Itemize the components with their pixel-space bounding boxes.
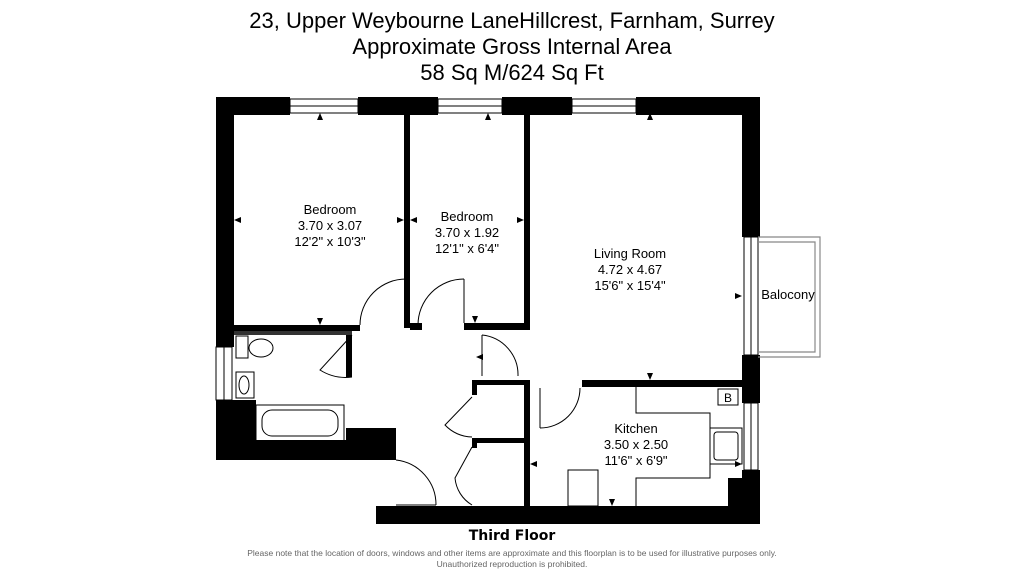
bedroom1-metric: 3.70 x 3.07	[298, 218, 362, 233]
walls	[216, 97, 760, 524]
kitchen-name: Kitchen	[614, 421, 657, 436]
dimension-arrows	[234, 113, 742, 506]
balcony-name: Balocony	[761, 287, 815, 302]
floor-label: Third Floor	[468, 528, 556, 544]
window-lines	[223, 105, 752, 470]
kitchen-imperial: 11'6" x 6'9"	[604, 453, 667, 468]
address-title: 23, Upper Weybourne LaneHillcrest, Farnh…	[249, 8, 775, 33]
windows	[215, 98, 759, 471]
area-value: 58 Sq M/624 Sq Ft	[420, 60, 604, 85]
living-imperial: 15'6" x 15'4"	[594, 278, 666, 293]
bedroom2-name: Bedroom	[441, 209, 494, 224]
bathroom-fixtures	[235, 335, 345, 442]
disclaimer: Please note that the location of doors, …	[247, 548, 777, 569]
living-name: Living Room	[594, 246, 666, 261]
kitchen-units	[567, 387, 743, 507]
bedroom1-imperial: 12'2" x 10'3"	[294, 234, 366, 249]
bedroom2-metric: 3.70 x 1.92	[435, 225, 499, 240]
door-swings	[319, 278, 581, 506]
boiler-label: B	[724, 391, 732, 405]
area-subtitle: Approximate Gross Internal Area	[352, 34, 672, 59]
balcony-outline	[758, 236, 821, 358]
bedroom1-name: Bedroom	[304, 202, 357, 217]
bedroom2-imperial: 12'1" x 6'4"	[435, 241, 499, 256]
living-metric: 4.72 x 4.67	[598, 262, 662, 277]
kitchen-metric: 3.50 x 2.50	[604, 437, 668, 452]
